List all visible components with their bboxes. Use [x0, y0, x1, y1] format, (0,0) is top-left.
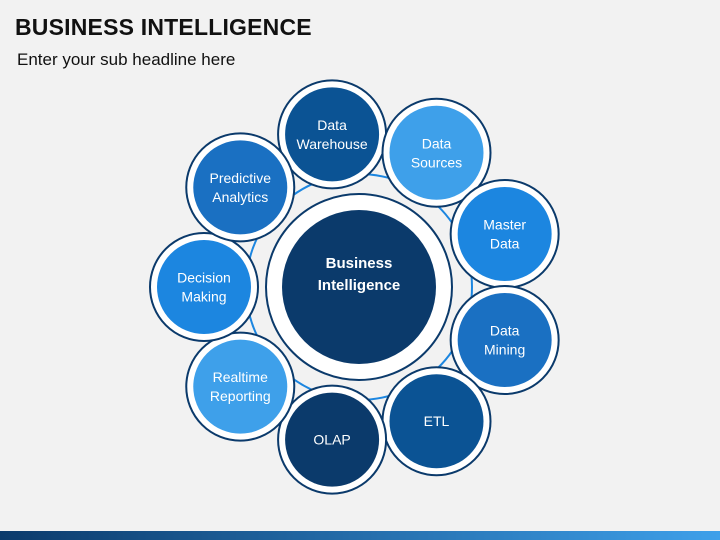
node-label: Data	[490, 235, 520, 251]
node-label: Master	[483, 216, 526, 232]
node-circle	[457, 186, 552, 281]
page-title: BUSINESS INTELLIGENCE	[15, 14, 312, 40]
node-etl: ETL	[381, 366, 492, 477]
node-label: Decision	[177, 270, 231, 286]
node-circle	[193, 140, 288, 235]
node-label: Data	[317, 117, 347, 133]
node-label: Mining	[484, 342, 525, 358]
node-label: Realtime	[213, 369, 268, 385]
node-label: Predictive	[210, 170, 272, 186]
hub-label-line-1: Business	[326, 255, 393, 272]
hub-group: Business Intelligence	[265, 193, 453, 381]
hub-circle	[282, 210, 436, 364]
node-circle	[285, 392, 380, 487]
node-label: Data	[490, 323, 520, 339]
page-subtitle: Enter your sub headline here	[17, 50, 236, 69]
bottom-accent-bar	[0, 531, 720, 540]
node-label: Analytics	[212, 189, 268, 205]
node-circle	[389, 374, 484, 469]
node-circle	[193, 339, 288, 434]
node-circle	[157, 240, 251, 334]
node-label: Reporting	[210, 388, 271, 404]
node-label: ETL	[424, 413, 450, 429]
hub-label-line-2: Intelligence	[318, 277, 401, 294]
node-label: Sources	[411, 154, 462, 170]
node-label: Data	[422, 135, 452, 151]
node-circle	[389, 105, 484, 200]
node-olap: OLAP	[277, 384, 388, 495]
node-label: OLAP	[313, 432, 350, 448]
node-label: Making	[181, 289, 226, 305]
node-circle	[457, 293, 552, 388]
node-label: Warehouse	[297, 136, 368, 152]
node-circle	[285, 87, 380, 182]
